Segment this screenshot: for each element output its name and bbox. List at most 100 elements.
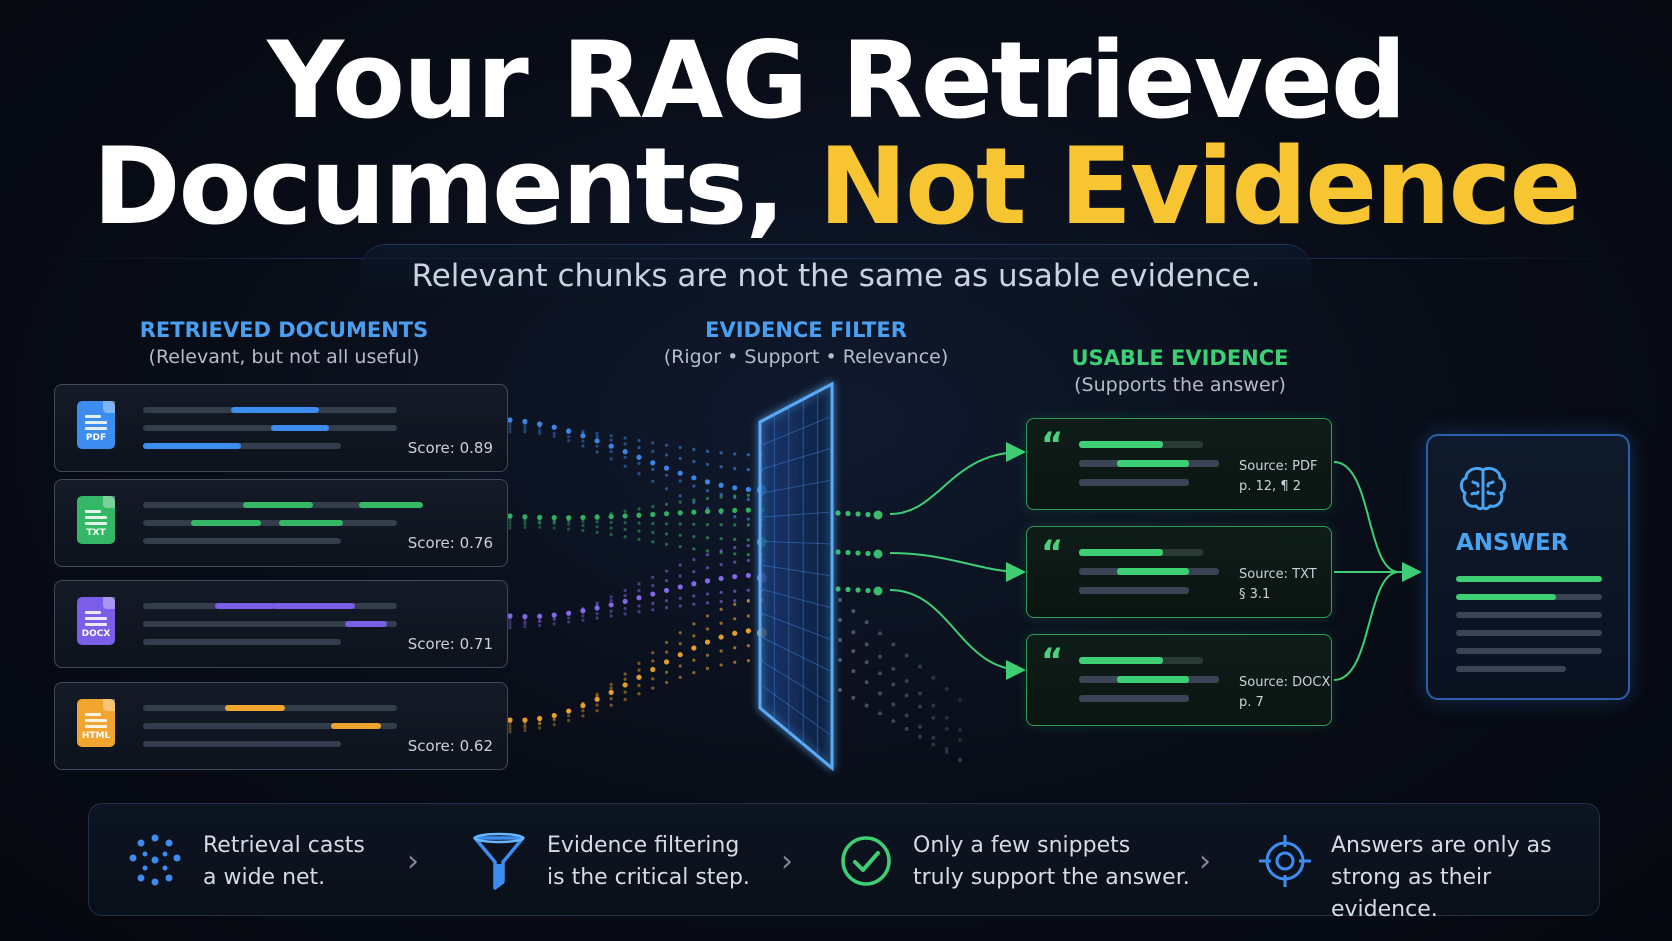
particle xyxy=(623,527,627,532)
particle xyxy=(581,702,585,706)
particle xyxy=(508,424,512,428)
source-label: Source: DOCX xyxy=(1239,675,1331,690)
particle xyxy=(873,549,883,559)
particle xyxy=(718,508,724,514)
particle xyxy=(865,587,871,594)
particle xyxy=(705,549,710,553)
particle xyxy=(567,527,571,531)
particle xyxy=(878,654,882,659)
particle xyxy=(705,601,710,605)
particle xyxy=(636,674,642,680)
particle xyxy=(864,703,869,708)
particle xyxy=(746,538,750,542)
particle xyxy=(746,558,750,563)
particle xyxy=(637,507,641,511)
particle xyxy=(567,620,571,624)
particle xyxy=(566,610,572,616)
particle xyxy=(552,434,556,439)
particle xyxy=(733,537,737,541)
particle xyxy=(931,703,936,708)
particle xyxy=(651,601,655,605)
funnel-icon xyxy=(473,832,525,890)
file-extension: HTML xyxy=(81,731,111,741)
particle xyxy=(567,708,571,713)
particle xyxy=(733,515,737,519)
particle xyxy=(508,727,512,731)
particle xyxy=(663,511,670,517)
particle xyxy=(678,574,682,578)
particle xyxy=(623,612,627,616)
particle xyxy=(609,614,613,618)
particle xyxy=(733,466,737,471)
particle xyxy=(732,485,738,491)
particle xyxy=(552,521,556,525)
particle xyxy=(551,515,557,521)
title-line-2: Documents, Not Evidence xyxy=(0,134,1672,240)
particle xyxy=(581,614,585,618)
brain-icon xyxy=(1459,466,1507,511)
particle xyxy=(508,526,512,530)
particle xyxy=(609,697,613,701)
particle xyxy=(677,510,683,516)
particle xyxy=(538,721,542,725)
particle xyxy=(608,602,614,608)
particle xyxy=(609,520,613,524)
particle xyxy=(594,514,600,520)
particle xyxy=(650,666,656,673)
particle xyxy=(581,709,585,713)
text-line xyxy=(1079,479,1189,486)
particle xyxy=(733,646,737,650)
particle xyxy=(664,569,669,573)
particle xyxy=(931,742,936,747)
answer-line xyxy=(1456,630,1602,636)
chevron-right-icon: › xyxy=(407,844,419,879)
particle xyxy=(677,470,683,476)
particle xyxy=(609,703,613,707)
text-line xyxy=(143,425,397,431)
particle xyxy=(705,592,710,596)
particle xyxy=(664,640,669,645)
particle xyxy=(552,520,556,524)
particle xyxy=(692,447,696,452)
particle xyxy=(835,586,841,592)
particle xyxy=(507,417,513,423)
particle xyxy=(523,422,527,426)
particle xyxy=(551,712,557,719)
particle xyxy=(567,435,571,439)
particle xyxy=(651,686,655,690)
particle xyxy=(677,584,683,590)
particle xyxy=(944,686,949,691)
particle xyxy=(623,521,627,525)
particle xyxy=(678,500,682,504)
particle xyxy=(719,492,723,497)
particle xyxy=(732,507,738,514)
particle xyxy=(623,455,627,459)
text-line xyxy=(143,621,397,627)
grid-line xyxy=(759,564,833,577)
particle xyxy=(637,668,641,672)
particle xyxy=(733,602,737,606)
particle xyxy=(664,599,669,603)
particle xyxy=(692,594,696,598)
particle xyxy=(581,431,585,435)
particle xyxy=(567,518,571,522)
particle xyxy=(891,719,896,724)
particle xyxy=(508,626,512,630)
particle xyxy=(677,652,683,658)
particle xyxy=(651,677,655,681)
particle xyxy=(637,472,641,476)
particle xyxy=(918,734,922,739)
particle xyxy=(733,560,737,564)
particle xyxy=(609,598,613,603)
takeaway-line: a wide net. xyxy=(203,865,326,890)
particle xyxy=(523,728,527,733)
subtitle: Relevant chunks are not the same as usab… xyxy=(411,258,1261,294)
quote-icon: “ xyxy=(1041,425,1064,465)
particle xyxy=(567,428,571,432)
particle xyxy=(732,574,738,580)
